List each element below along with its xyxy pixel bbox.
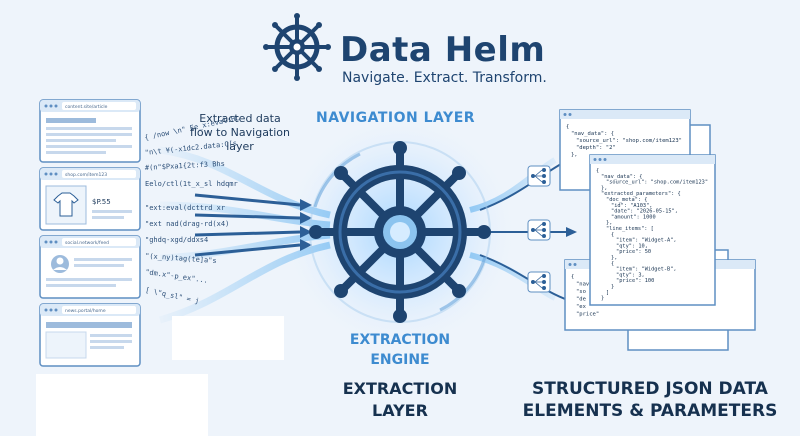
json-code-line: "extracted_parameters": { bbox=[601, 191, 681, 197]
svg-text:"dm.x"-p_ex"...: "dm.x"-p_ex"... bbox=[145, 268, 209, 285]
json-code-line: "id": "A103", bbox=[611, 203, 652, 209]
json-code-line: }, bbox=[606, 220, 612, 226]
blank-panel bbox=[172, 316, 284, 360]
svg-text:#(n"$Pxa1{2t:f3 Bhs: #(n"$Pxa1{2t:f3 Bhs bbox=[145, 160, 225, 172]
tree-icon bbox=[527, 271, 551, 293]
flow-note: Extracted data flow to Navigation layer bbox=[189, 112, 291, 153]
browser-url: social.network/feed bbox=[65, 240, 109, 246]
extraction-engine-label: EXTRACTION ENGINE bbox=[349, 332, 451, 368]
logo-helm-icon bbox=[263, 13, 331, 81]
product-price: $P.55 bbox=[92, 198, 111, 206]
svg-text:"ext:eval(dcttrd xr: "ext:eval(dcttrd xr bbox=[145, 204, 225, 212]
json-code-line: "ex bbox=[576, 304, 587, 310]
json-code-line: } bbox=[601, 296, 604, 302]
json-code-line: "de bbox=[576, 297, 586, 303]
svg-text:[ \"q_sl" = j: [ \"q_sl" = j bbox=[145, 286, 200, 305]
json-code-line: }, bbox=[611, 255, 617, 261]
browser-url: content.site/article bbox=[65, 104, 108, 110]
json-code-line: "price": 50 bbox=[616, 249, 651, 255]
json-panel-front: {"nav_data": {"source_url": "shop.com/it… bbox=[589, 154, 716, 306]
brand-title: Data Helm bbox=[340, 30, 546, 70]
json-code-line: "qty": 10, bbox=[616, 243, 648, 249]
json-code-line: "price": 100 bbox=[616, 278, 654, 284]
svg-text:Eelo/ctl(1t_x_sl hdqmr: Eelo/ctl(1t_x_sl hdqmr bbox=[145, 180, 238, 188]
json-code-line: "depth": "2" bbox=[576, 145, 616, 151]
browser-url: news.portal/home bbox=[65, 308, 106, 314]
browser-window-article: content.site/article bbox=[39, 99, 141, 163]
blank-panel bbox=[36, 374, 208, 436]
json-code-line: ] bbox=[606, 290, 609, 296]
json-code-line: "nav_data": { bbox=[571, 131, 614, 137]
json-code-line: { bbox=[611, 232, 614, 238]
json-code-line: "item": "Widget-B", bbox=[616, 267, 677, 273]
json-output-title: STRUCTURED JSON DATA ELEMENTS & PARAMETE… bbox=[522, 379, 778, 421]
json-code-line: { bbox=[566, 124, 569, 130]
brand-tagline: Navigate. Extract. Transform. bbox=[342, 70, 547, 86]
browser-window-news: news.portal/home bbox=[39, 303, 141, 367]
json-code-line: "item": "Widget-A", bbox=[616, 238, 677, 244]
json-code-line: }, bbox=[571, 152, 578, 158]
json-code-line: "source_url": "shop.com/item123" bbox=[576, 138, 682, 144]
json-code-line: "line_items": [ bbox=[606, 226, 654, 232]
json-code-line: "nav_data": { bbox=[601, 174, 642, 180]
svg-text:"ext nad(drag-rd(x4): "ext nad(drag-rd(x4) bbox=[145, 220, 229, 228]
tree-icon bbox=[527, 165, 551, 187]
json-code-line: "source_url": "shop.com/item123" bbox=[606, 180, 708, 186]
json-code-line: "price" bbox=[576, 312, 599, 318]
browser-window-social: social.network/feed bbox=[39, 235, 141, 299]
json-code-line: "qty": 3, bbox=[616, 272, 645, 278]
json-code-line: }, bbox=[601, 185, 607, 191]
json-code-line: "nav bbox=[576, 282, 590, 288]
json-code-line: { bbox=[611, 261, 614, 267]
json-code-line: "date": "2026-05-15", bbox=[611, 209, 678, 215]
tshirt-icon bbox=[53, 192, 79, 217]
json-code-line: "doc_meta": { bbox=[606, 197, 647, 203]
json-code-line: "amount": 1000 bbox=[611, 214, 656, 220]
extraction-layer-label: EXTRACTION LAYER bbox=[342, 379, 458, 420]
ship-wheel-icon bbox=[309, 141, 491, 323]
tree-icon bbox=[527, 219, 551, 241]
json-code-line: } bbox=[611, 284, 614, 290]
browser-url: shop.com/item123 bbox=[65, 172, 107, 178]
json-code-line: { bbox=[571, 274, 574, 280]
navigation-layer-label: NAVIGATION LAYER bbox=[316, 110, 476, 126]
json-code-line: "so bbox=[576, 289, 586, 295]
json-code-line: { bbox=[596, 168, 599, 174]
browser-window-shop: shop.com/item123 $P.55 bbox=[39, 167, 141, 231]
svg-text:"ghdq-xgd/ddxs4: "ghdq-xgd/ddxs4 bbox=[145, 236, 208, 244]
